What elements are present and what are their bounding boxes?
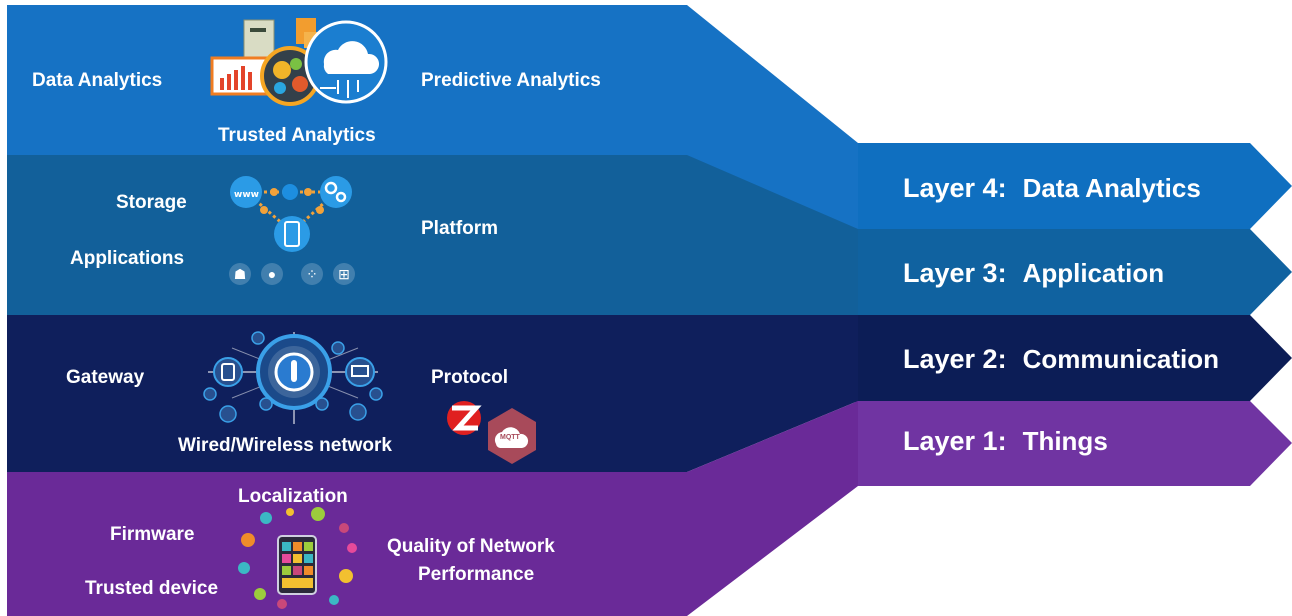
layer3-band — [7, 155, 858, 315]
trusted-device-label: Trusted device — [85, 578, 219, 599]
layer1-arrow — [855, 401, 1292, 486]
layer2-label: Layer 2: Communication — [903, 346, 1219, 373]
svg-text:www: www — [234, 190, 259, 200]
analytics-cloud-gears-icon — [210, 18, 388, 106]
layer2-name: Communication — [1022, 344, 1220, 374]
apple-icon: ● — [267, 266, 277, 282]
layer1-number: Layer 1: — [903, 426, 1007, 456]
trusted-analytics-label: Trusted Analytics — [218, 125, 376, 146]
protocol-icons — [447, 401, 536, 464]
layer1-band — [7, 401, 858, 616]
blackberry-icon: ⁘ — [306, 266, 318, 282]
layer2-number: Layer 2: — [903, 344, 1007, 374]
layer2-band — [7, 315, 858, 472]
layer4-number: Layer 4: — [903, 173, 1007, 203]
data-analytics-label: Data Analytics — [32, 70, 163, 91]
applications-label: Applications — [70, 248, 185, 269]
smartphone-apps-icon — [238, 507, 357, 609]
quality-network-label-line2: Performance — [418, 564, 535, 585]
layer1-label: Layer 1: Things — [903, 428, 1108, 455]
layer4-arrow — [855, 143, 1292, 229]
layer3-arrow — [855, 229, 1292, 315]
wired-wireless-network-label: Wired/Wireless network — [178, 435, 393, 456]
storage-label: Storage — [116, 192, 187, 213]
layer4-name: Data Analytics — [1022, 173, 1201, 203]
platform-network-icon: www — [229, 176, 355, 285]
windows-icon: ⊞ — [338, 266, 350, 282]
zigbee-icon — [447, 401, 482, 435]
protocol-label: Protocol — [431, 367, 509, 388]
layer2-arrow — [855, 315, 1292, 401]
layer3-name: Application — [1022, 258, 1165, 288]
firmware-label: Firmware — [110, 524, 195, 545]
gateway-label: Gateway — [66, 367, 145, 388]
mqtt-text: MQTT — [500, 434, 520, 441]
layer1-name: Things — [1022, 426, 1108, 456]
layer3-label: Layer 3: Application — [903, 260, 1164, 287]
network-globe-icon — [203, 331, 383, 424]
layer3-number: Layer 3: — [903, 258, 1007, 288]
android-icon: ☗ — [233, 266, 247, 282]
predictive-analytics-label: Predictive Analytics — [421, 70, 601, 91]
quality-network-label-line1: Quality of Network — [387, 536, 555, 557]
platform-label: Platform — [421, 218, 499, 239]
layer4-label: Layer 4: Data Analytics — [903, 175, 1201, 202]
localization-label: Localization — [238, 486, 348, 507]
mqtt-icon — [488, 408, 536, 464]
